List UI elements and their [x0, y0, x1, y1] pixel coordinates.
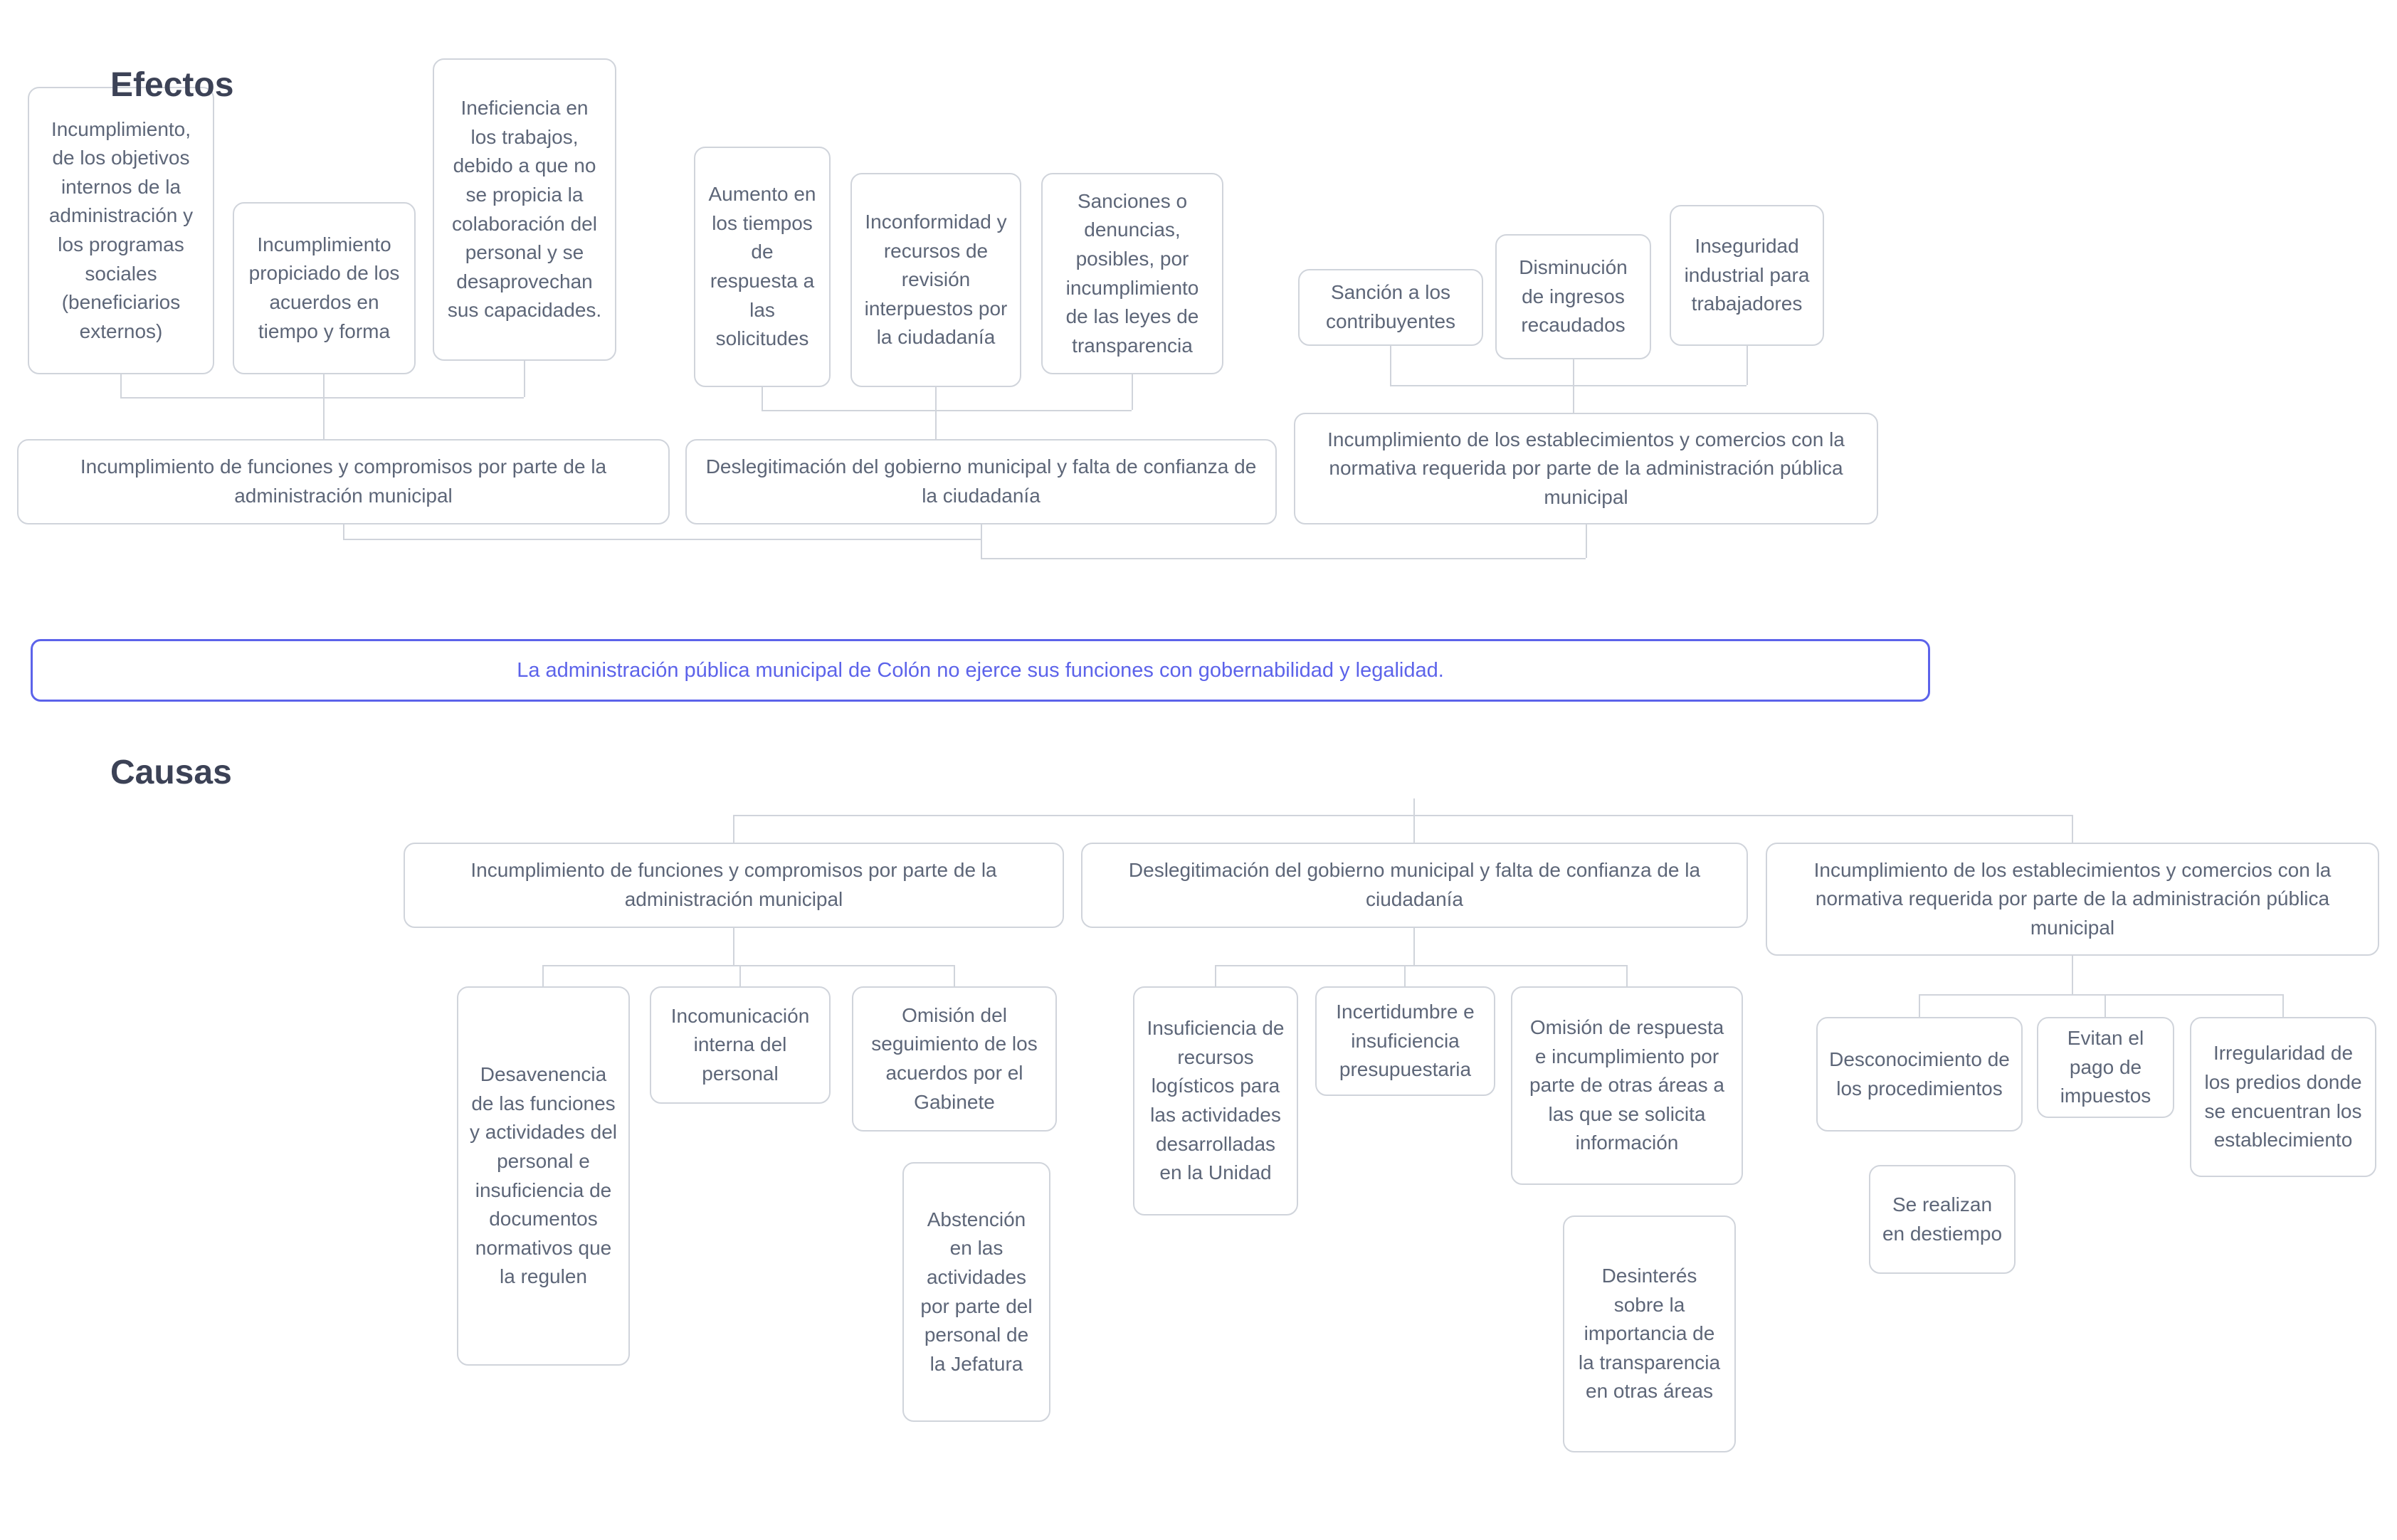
connector-line — [542, 965, 954, 966]
connector-line — [981, 524, 982, 558]
effect-node-incumplimiento-funciones: Incumplimiento de funciones y compromiso… — [17, 439, 670, 524]
effect-node-inseguridad-industrial: Inseguridad industrial para trabajadores — [1670, 205, 1824, 346]
connector-line — [2072, 956, 2073, 994]
connector-line — [733, 928, 734, 965]
connector-line — [1919, 994, 2283, 996]
cause-node-evitan-pago-impuestos: Evitan el pago de impuestos — [2037, 1017, 2174, 1118]
cause-node-incertidumbre-presupuestaria: Incertidumbre e insuficiencia presupuest… — [1315, 986, 1495, 1096]
effect-node-incumplimiento-establecimientos: Incumplimiento de los establecimientos y… — [1294, 413, 1878, 524]
causes-section-title: Causas — [110, 754, 232, 791]
connector-line — [1413, 798, 1415, 815]
cause-node-abstencion-actividades: Abstención en las actividades por parte … — [902, 1162, 1050, 1422]
cause-node-incomunicacion-interna: Incomunicación interna del personal — [650, 986, 831, 1104]
cause-node-insuficiencia-recursos: Insuficiencia de recursos logísticos par… — [1133, 986, 1298, 1215]
connector-line — [733, 815, 2072, 816]
connector-line — [120, 374, 122, 397]
connector-line — [1132, 374, 1133, 410]
effect-node-deslegitimacion-gobierno: Deslegitimación del gobierno municipal y… — [685, 439, 1277, 524]
connector-line — [1215, 965, 1627, 966]
connector-line — [343, 524, 344, 539]
connector-line — [1626, 965, 1628, 986]
connector-line — [2282, 994, 2284, 1017]
effect-node-sanciones-denuncias: Sanciones o denuncias, posibles, por inc… — [1041, 173, 1223, 374]
connector-line — [762, 410, 1132, 411]
connector-line — [1390, 385, 1747, 386]
cause-node-incumplimiento-establecimientos: Incumplimiento de los establecimientos y… — [1766, 843, 2379, 956]
connector-line — [954, 965, 955, 986]
connector-line — [733, 815, 734, 843]
cause-node-omision-respuesta: Omisión de respuesta e incumplimiento po… — [1511, 986, 1743, 1185]
connector-line — [1747, 346, 1748, 385]
connector-line — [120, 397, 524, 399]
cause-node-irregularidad-predios: Irregularidad de los predios donde se en… — [2190, 1017, 2376, 1177]
connector-line — [1413, 928, 1415, 965]
effect-node-ineficiencia-trabajos: Ineficiencia en los trabajos, debido a q… — [433, 58, 616, 361]
effect-node-objetivos-internos: Incumplimiento, de los objetivos interno… — [28, 87, 214, 374]
connector-line — [524, 361, 525, 397]
effect-node-acuerdos-tiempo-forma: Incumplimiento propiciado de los acuerdo… — [233, 202, 416, 374]
connector-line — [935, 387, 937, 410]
connector-line — [1586, 524, 1587, 558]
effect-node-inconformidad-recursos: Inconformidad y recursos de revisión int… — [850, 173, 1021, 387]
connector-line — [1919, 994, 1920, 1017]
effect-node-sancion-contribuyentes: Sanción a los contribuyentes — [1298, 269, 1483, 346]
connector-line — [1573, 359, 1574, 385]
cause-node-deslegitimacion-gobierno: Deslegitimación del gobierno municipal y… — [1081, 843, 1748, 928]
connector-line — [1413, 815, 1415, 843]
effect-node-aumento-tiempos: Aumento en los tiempos de respuesta a la… — [694, 147, 831, 387]
cause-node-omision-seguimiento: Omisión del seguimiento de los acuerdos … — [852, 986, 1057, 1132]
connector-line — [1390, 346, 1391, 385]
connector-line — [762, 387, 763, 410]
effects-section-title: Efectos — [110, 66, 234, 104]
connector-line — [542, 965, 544, 986]
central-problem-statement: La administración pública municipal de C… — [31, 639, 1930, 702]
connector-line — [1573, 385, 1574, 413]
connector-line — [935, 410, 937, 439]
cause-node-desavenencia-funciones: Desavenencia de las funciones y activida… — [457, 986, 630, 1366]
connector-line — [2072, 815, 2073, 843]
cause-node-desinteres-transparencia: Desinterés sobre la importancia de la tr… — [1563, 1215, 1736, 1452]
cause-node-desconocimiento-procedimientos: Desconocimiento de los procedimientos — [1816, 1017, 2023, 1132]
connector-line — [981, 558, 1586, 559]
connector-line — [2104, 994, 2106, 1017]
connector-line — [323, 397, 325, 439]
cause-node-se-realizan-destiempo: Se realizan en destiempo — [1869, 1165, 2016, 1274]
connector-line — [1215, 965, 1216, 986]
cause-node-incumplimiento-funciones: Incumplimiento de funciones y compromiso… — [404, 843, 1064, 928]
effect-node-disminucion-ingresos: Disminución de ingresos recaudados — [1495, 234, 1651, 359]
connector-line — [323, 374, 325, 397]
connector-line — [1404, 965, 1406, 986]
connector-line — [739, 965, 741, 986]
connector-line — [343, 539, 981, 540]
